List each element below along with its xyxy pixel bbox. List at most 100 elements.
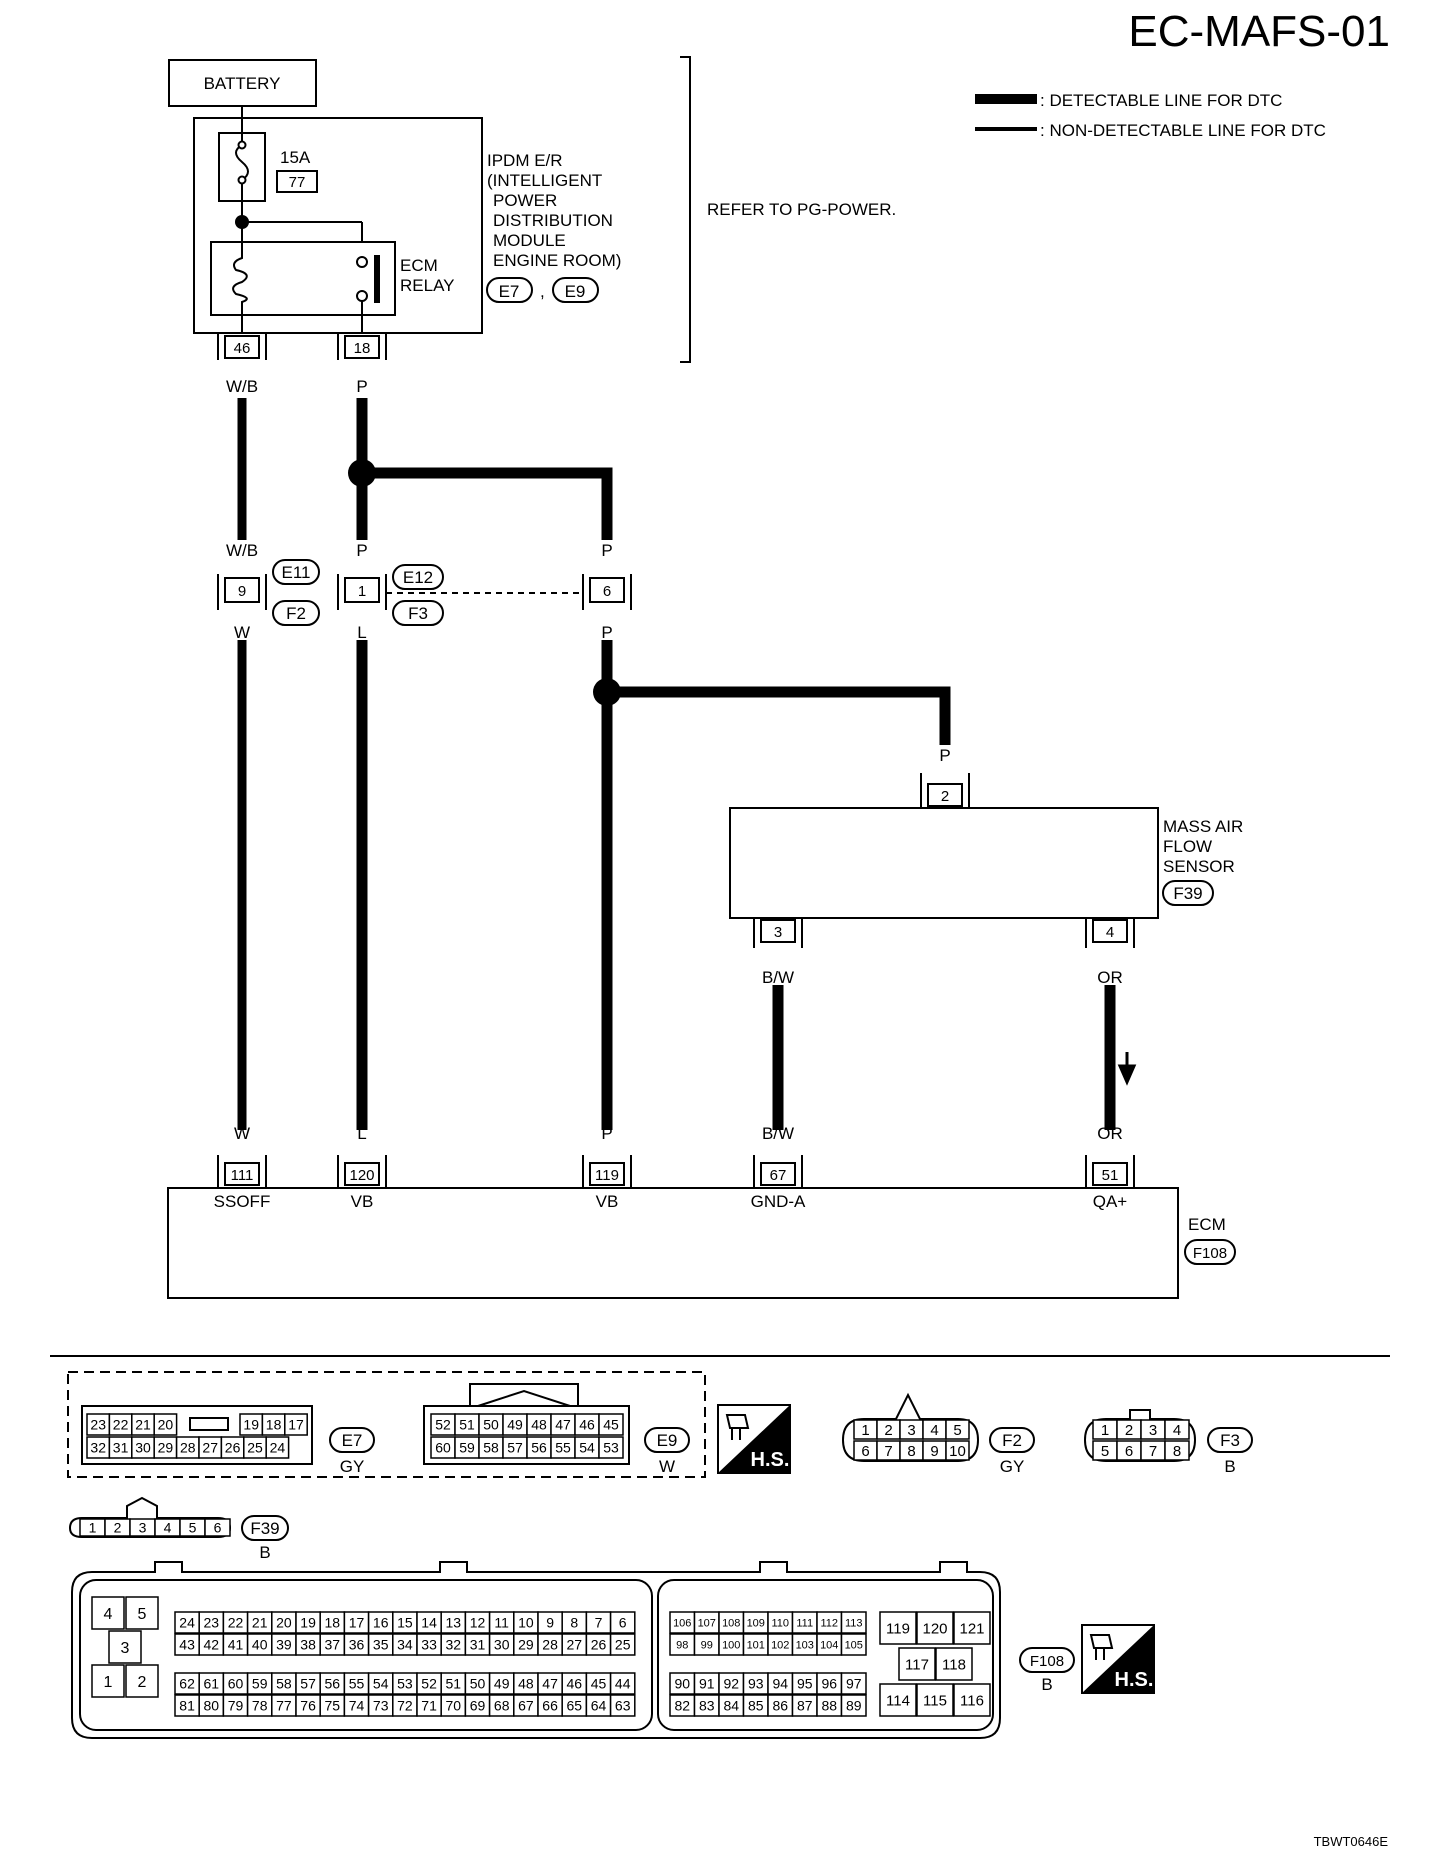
f108-pin-118-label: 118	[942, 1656, 966, 1673]
f108-pin-23-label: 23	[204, 1615, 220, 1631]
svg-text:111: 111	[231, 1167, 254, 1184]
f2-color: GY	[1000, 1457, 1025, 1476]
f108-pin-91-label: 91	[699, 1676, 715, 1692]
svg-text:67: 67	[770, 1167, 787, 1184]
e9-pin-45-label: 45	[603, 1417, 619, 1433]
wire-label-p-top: P	[356, 377, 367, 396]
relay-coil-icon	[232, 242, 248, 333]
e7-pin-22-label: 22	[113, 1417, 129, 1433]
f39-pin-4-label: 4	[164, 1520, 172, 1536]
footer-code: TBWT0646E	[1314, 1834, 1389, 1849]
f108-pin-33-label: 33	[421, 1637, 437, 1653]
f108-pin-110-label: 110	[771, 1617, 789, 1629]
f108-pin-84-label: 84	[723, 1698, 739, 1714]
f108-pin-15-label: 15	[397, 1615, 413, 1631]
svg-text:H.S.: H.S.	[751, 1449, 790, 1471]
e7-color: GY	[340, 1457, 365, 1476]
ecm-pin-name-vb2: VB	[596, 1192, 619, 1211]
f108-pin-87-label: 87	[797, 1698, 813, 1714]
f39-color: B	[259, 1543, 270, 1562]
f108-pin-3-label: 3	[121, 1640, 130, 1657]
wire-label-w-low: W	[234, 623, 250, 642]
e7-pin-23-label: 23	[90, 1417, 106, 1433]
f108-pin-45-label: 45	[591, 1676, 607, 1692]
f108-pin-103-label: 103	[796, 1639, 814, 1651]
e7-pin-24-label: 24	[270, 1440, 286, 1456]
f108-pin-60-label: 60	[228, 1676, 244, 1692]
maf-connector: F39	[1173, 884, 1202, 903]
e7-pin-26-label: 26	[225, 1440, 241, 1456]
f39-pin-2-label: 2	[114, 1520, 122, 1536]
f3-id: F3	[1220, 1431, 1240, 1450]
e7-pin-18-label: 18	[266, 1417, 282, 1433]
f108-pin-75-label: 75	[325, 1698, 341, 1714]
e9-pin-57-label: 57	[507, 1440, 523, 1456]
f108-pin-97-label: 97	[846, 1676, 862, 1692]
maf-pin-2: 2	[920, 773, 970, 808]
f108-pin-49-label: 49	[494, 1676, 510, 1692]
ipdm-line5: MODULE	[493, 231, 566, 250]
f108-pin-100-label: 100	[722, 1639, 740, 1651]
f108-pin-25-cell	[609, 1633, 636, 1656]
f108-pin-42-label: 42	[204, 1637, 220, 1653]
f39-pin-5-label: 5	[189, 1520, 197, 1536]
f108-pin-112-label: 112	[820, 1617, 838, 1629]
f108-pin-27-label: 27	[567, 1637, 583, 1653]
fuse-icon	[235, 133, 249, 201]
maf-pin-4: 4	[1085, 918, 1135, 948]
ipdm-line6: ENGINE ROOM)	[493, 251, 621, 270]
f108-pin-80-label: 80	[204, 1698, 220, 1714]
signal-arrow	[1117, 1052, 1137, 1086]
f108-pin-99-label: 99	[701, 1639, 713, 1651]
e7-latch	[189, 1417, 229, 1431]
f108-pin-9-label: 9	[546, 1615, 554, 1631]
f108-pin-6-cell	[609, 1611, 636, 1634]
f108-pin-97-cell	[840, 1672, 867, 1695]
f2-pin-5-cell	[945, 1419, 970, 1440]
svg-text:9: 9	[238, 583, 246, 600]
f108-pin-37-label: 37	[325, 1637, 341, 1653]
f108-pin-76-label: 76	[300, 1698, 316, 1714]
f108-pin-115-cell	[916, 1683, 954, 1717]
f108-pin-105-label: 105	[845, 1639, 863, 1651]
f108-pin-56-label: 56	[325, 1676, 341, 1692]
e9-pin-60-label: 60	[435, 1440, 451, 1456]
ecm-relay-box	[210, 241, 396, 316]
f108-pin-5-cell	[125, 1596, 159, 1630]
e9-color: W	[659, 1457, 675, 1476]
f108-pin-96-label: 96	[821, 1676, 837, 1692]
f108-pin-55-label: 55	[349, 1676, 365, 1692]
f3-pin-4-cell	[1164, 1419, 1190, 1440]
e9-pin-49-label: 49	[507, 1417, 523, 1433]
ipdm-line4: DISTRIBUTION	[493, 211, 613, 230]
f108-pin-118-cell	[935, 1647, 973, 1681]
wire-label-wb-top: W/B	[226, 377, 258, 396]
f108-pin-3-cell	[108, 1630, 142, 1664]
f2-pin-3-label: 3	[907, 1422, 915, 1439]
f108-pin-65-label: 65	[567, 1698, 583, 1714]
f108-pin-116-cell	[953, 1683, 991, 1717]
f39-pin-1-label: 1	[89, 1520, 97, 1536]
wire-label-p-maf: P	[939, 746, 950, 765]
junction-pin-9: 9	[217, 574, 267, 610]
wire-label-l-low: L	[357, 623, 366, 642]
f108-pin-25-label: 25	[615, 1637, 631, 1653]
svg-text:4: 4	[1106, 924, 1114, 941]
f2-pin-4-label: 4	[930, 1422, 938, 1439]
ipdm-terminal-18: 18	[337, 333, 387, 360]
f108-pin-40-label: 40	[252, 1637, 268, 1653]
wire-label-or: OR	[1097, 968, 1123, 987]
f108-pin-66-label: 66	[542, 1698, 558, 1714]
svg-text:3: 3	[774, 924, 782, 941]
f3-color: B	[1224, 1457, 1235, 1476]
e7-pin-28-label: 28	[180, 1440, 196, 1456]
e7-pin-25-label: 25	[247, 1440, 263, 1456]
f108-pin-111-label: 111	[796, 1617, 813, 1629]
e9-pin-47-label: 47	[555, 1417, 571, 1433]
ecm-pin-name-qa: QA+	[1093, 1192, 1128, 1211]
f108-pin-47-label: 47	[542, 1676, 558, 1692]
wire-label-p-mid1: P	[356, 541, 367, 560]
